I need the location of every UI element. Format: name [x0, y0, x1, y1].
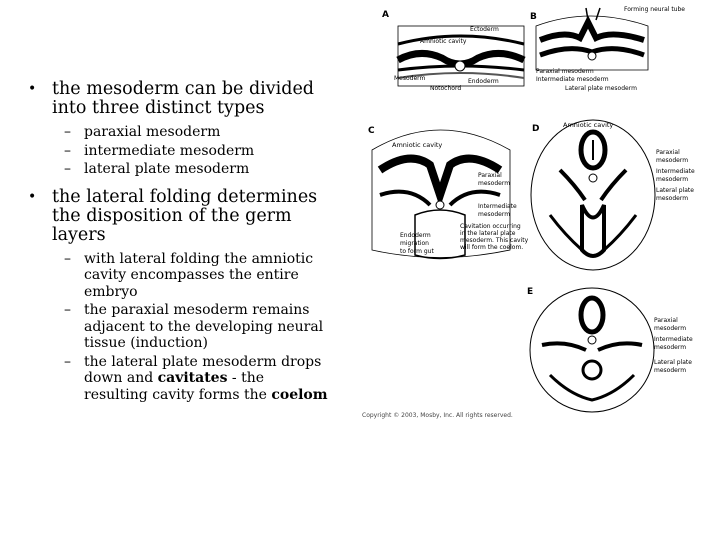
panel-b-drawing — [535, 7, 649, 71]
lateral-plate-label-d-2: mesoderm — [656, 195, 688, 202]
paraxial-label-e: Paraxial — [654, 317, 678, 324]
cavitation-label-2: in the lateral plate — [460, 230, 516, 237]
ectoderm-label: Ectoderm — [470, 26, 499, 33]
intermediate-mesoderm-label-b: Intermediate mesoderm — [536, 76, 609, 83]
cavitation-label-3: mesoderm. This cavity — [460, 237, 529, 244]
subitem-paraxial: paraxial mesoderm — [28, 124, 328, 141]
amniotic-cavity-label-c: Amniotic cavity — [392, 141, 442, 149]
endoderm-label: Endoderm — [468, 78, 499, 85]
panel-c-drawing — [371, 129, 511, 260]
paraxial-label-c-2: mesoderm — [478, 180, 510, 187]
panel-letter-b: B — [530, 12, 537, 22]
forming-neural-tube-label: Forming neural tube — [624, 6, 685, 13]
paraxial-label-e-2: mesoderm — [654, 325, 686, 332]
embryo-figure: A B C D E Ectoderm Amniotic cavity Mesod… — [360, 0, 720, 430]
cavitation-label-4: will form the coelom. — [460, 244, 523, 251]
lateral-plate-label-d: Lateral plate — [656, 187, 694, 194]
intermediate-label-c-2: mesoderm — [478, 211, 510, 218]
paraxial-mesoderm-label-b: Paraxial mesoderm — [536, 68, 594, 75]
slide-text: the mesoderm can be divided into three d… — [28, 80, 328, 413]
panel-e-drawing — [529, 287, 655, 413]
amniotic-cavity-label-d: Amniotic cavity — [563, 121, 613, 129]
coelom-text-2: - the resulting cavity forms the — [84, 370, 272, 403]
bullet-lateral-folding: the lateral folding determines the dispo… — [28, 187, 328, 245]
subitem-lateral-plate: lateral plate mesoderm — [28, 161, 328, 178]
cavitates-term: cavitates — [157, 370, 228, 386]
intermediate-label-e-2: mesoderm — [654, 344, 686, 351]
panel-letter-d: D — [532, 124, 539, 134]
endoderm-label-c-3: to form gut — [400, 248, 434, 255]
endoderm-label-c-2: migration — [400, 240, 429, 247]
panel-letter-e: E — [527, 287, 533, 297]
subitem-coelom: the lateral plate mesoderm drops down an… — [28, 354, 328, 404]
notochord-label: Notochord — [430, 85, 461, 92]
lateral-plate-label-e-2: mesoderm — [654, 367, 686, 374]
paraxial-label-d-2: mesoderm — [656, 157, 688, 164]
bullet-mesoderm-types: the mesoderm can be divided into three d… — [28, 80, 328, 118]
intermediate-label-d-2: mesoderm — [656, 176, 688, 183]
subitem-intermediate: intermediate mesoderm — [28, 143, 328, 160]
endoderm-label-c-1: Endoderm — [400, 232, 431, 239]
panel-letter-a: A — [382, 10, 389, 20]
subitem-amniotic-cavity: with lateral folding the amniotic cavity… — [28, 251, 328, 301]
mesoderm-label: Mesoderm — [394, 75, 426, 82]
copyright-notice: Copyright © 2003, Mosby, Inc. All rights… — [362, 412, 513, 419]
panel-a-drawing — [396, 25, 526, 87]
mesoderm-types-list: paraxial mesoderm intermediate mesoderm … — [28, 124, 328, 178]
intermediate-label-e: Intermediate — [654, 336, 693, 343]
intermediate-label-c-1: Intermediate — [478, 203, 517, 210]
amniotic-cavity-label-a: Amniotic cavity — [420, 38, 467, 45]
subitem-paraxial-induction: the paraxial mesoderm remains adjacent t… — [28, 302, 328, 352]
paraxial-label-d: Paraxial — [656, 149, 680, 156]
panel-d-drawing — [530, 119, 656, 271]
paraxial-label-c-1: Paraxial — [478, 172, 502, 179]
embryo-diagram: A B C D E Ectoderm Amniotic cavity Mesod… — [362, 6, 695, 419]
cavitation-label-1: Cavitation occurring — [460, 223, 521, 230]
lateral-plate-mesoderm-label-b: Lateral plate mesoderm — [565, 85, 637, 92]
coelom-term: coelom — [271, 386, 328, 403]
lateral-folding-list: with lateral folding the amniotic cavity… — [28, 251, 328, 404]
intermediate-label-d: Intermediate — [656, 168, 695, 175]
lateral-plate-label-e: Lateral plate — [654, 359, 692, 366]
coelom-text-1: the lateral plate mesoderm drops down an… — [84, 353, 322, 387]
panel-letter-c: C — [368, 126, 375, 136]
